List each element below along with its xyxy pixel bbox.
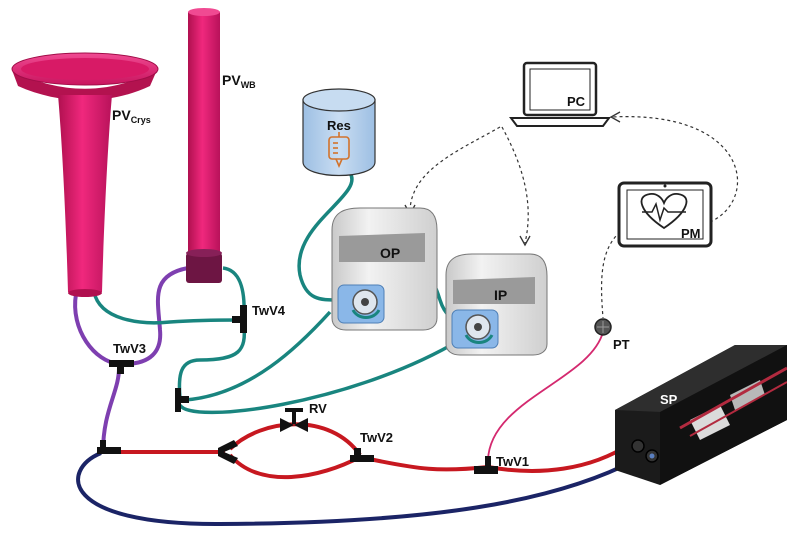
arterial-tube-red-2 [359, 455, 489, 472]
return-tube [76, 450, 652, 527]
signal-pm-pc [611, 116, 739, 223]
twv3-label: TwV3 [113, 341, 146, 356]
valve-icon [280, 408, 308, 432]
pressure-line [487, 331, 604, 461]
teal-tube-crys [92, 291, 239, 325]
pv-crys-vessel [11, 52, 159, 297]
twv1-valve [474, 456, 498, 474]
arrow-to-ip [519, 235, 531, 247]
teal-tube-to-op [184, 310, 332, 402]
pump-op [331, 207, 438, 331]
pm-label: PM [681, 226, 701, 241]
ip-label: IP [494, 287, 507, 303]
signal-pc-op [409, 126, 501, 213]
signal-pm-pt [600, 231, 621, 319]
teal-tube-res-op [297, 172, 354, 302]
op-label: OP [380, 245, 400, 261]
twv1-label: TwV1 [496, 454, 529, 469]
teal-tube-to-ip [178, 338, 461, 415]
pv-wb-vessel [186, 8, 222, 283]
twv3-valve [109, 360, 134, 374]
pressure-transducer-icon [594, 318, 612, 336]
rv-label: RV [309, 401, 327, 416]
reservoir-label: Res [327, 118, 351, 133]
tee-connector-left [97, 440, 121, 454]
pt-label: PT [613, 337, 630, 352]
patient-monitor-heart-icon [617, 181, 713, 248]
pump-ip [445, 253, 548, 356]
y-splitter [218, 440, 238, 464]
sp-label: SP [660, 392, 678, 407]
bypass-branch-lower [228, 453, 361, 480]
pv-crys-label: PVCrys [112, 107, 151, 125]
twv4-valve [232, 305, 247, 333]
iv-bag-icon [328, 132, 350, 169]
pv-wb-label: PVWB [222, 72, 256, 90]
bypass-branch-upper [228, 422, 362, 457]
twv2-valve [350, 448, 374, 462]
laptop-icon [509, 61, 611, 127]
teal-tube-twv4-down [177, 325, 247, 399]
reservoir [302, 88, 376, 176]
twv2-label: TwV2 [360, 430, 393, 445]
purple-tube-down [101, 367, 121, 453]
sp-chamber [615, 345, 787, 485]
purple-tube-right [123, 266, 189, 366]
signal-pc-ip [501, 126, 529, 244]
pc-label: PC [567, 94, 586, 109]
teal-connector [175, 388, 189, 412]
twv4-label: TwV4 [252, 303, 286, 318]
